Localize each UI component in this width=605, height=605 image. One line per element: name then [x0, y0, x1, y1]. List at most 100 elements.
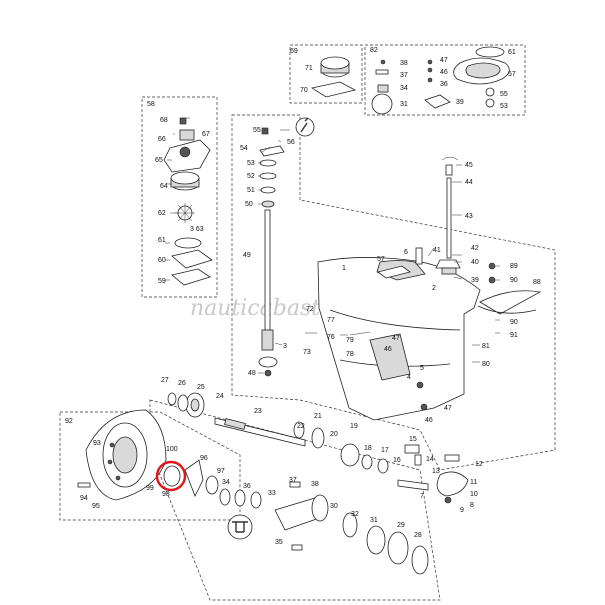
callout-90: 90 [510, 277, 518, 284]
puller-tool-icon [227, 514, 253, 540]
callout-59: 59 [158, 278, 166, 285]
callout-79: 79 [346, 337, 354, 344]
leader-lines [165, 117, 500, 374]
callout-95: 95 [92, 503, 100, 510]
callout-93: 93 [93, 440, 101, 447]
callout-5: 5 [420, 365, 424, 372]
callout-72: 72 [306, 306, 314, 313]
callout-47b: 47 [392, 335, 400, 342]
callout-96: 96 [200, 455, 208, 462]
screen-6 [415, 247, 423, 265]
callout-69: 69 [290, 48, 298, 55]
callout-46b: 46 [384, 346, 392, 353]
callout-51: 51 [247, 187, 255, 194]
kit-box-58 [141, 96, 218, 298]
callout-61: 61 [508, 49, 516, 56]
callout-32: 32 [351, 511, 359, 518]
callout-37: 37 [400, 72, 408, 79]
callout-18: 18 [364, 445, 372, 452]
callout-42: 42 [471, 245, 479, 252]
callout-100: 100 [166, 446, 178, 453]
callout-97: 97 [217, 468, 225, 475]
callout-29: 29 [397, 522, 405, 529]
callout-53: 53 [500, 103, 508, 110]
plate-57 [377, 265, 411, 279]
callout-47: 47 [440, 57, 448, 64]
water-pump-kit-58 [163, 117, 213, 286]
callout-98: 98 [162, 491, 170, 498]
callout-26: 26 [178, 380, 186, 387]
callout-78: 78 [346, 351, 354, 358]
callout-31b: 31 [370, 517, 378, 524]
callout-81: 81 [482, 343, 490, 350]
kit-box-82 [364, 44, 526, 116]
callout-45: 45 [465, 162, 473, 169]
callout-3: 3 [283, 343, 287, 350]
callout-64: 64 [160, 183, 168, 190]
callout-50: 50 [245, 201, 253, 208]
callout-65: 65 [155, 157, 163, 164]
forward-gear [167, 392, 205, 418]
propeller [77, 409, 167, 501]
driveshaft-assembly [258, 127, 285, 377]
callout-62: 62 [158, 210, 166, 217]
callout-41: 41 [433, 247, 441, 254]
callout-61b: 61 [158, 237, 166, 244]
callout-8: 8 [470, 502, 474, 509]
callout-55: 55 [500, 91, 508, 98]
callout-43: 43 [465, 213, 473, 220]
callout-88: 88 [533, 279, 541, 286]
callout-47c: 47 [444, 405, 452, 412]
callout-11: 11 [470, 479, 477, 486]
callout-25: 25 [197, 384, 205, 391]
thrust-washers [219, 488, 262, 509]
callout-39b: 39 [471, 277, 479, 284]
callout-22: 22 [297, 423, 305, 430]
callout-54: 54 [240, 145, 248, 152]
callout-16: 16 [393, 457, 401, 464]
callout-20: 20 [330, 431, 338, 438]
shift-rod [435, 156, 461, 275]
callout-13: 13 [432, 468, 440, 475]
callout-52: 52 [247, 173, 255, 180]
callout-73: 73 [303, 349, 311, 356]
callout-21: 21 [314, 413, 322, 420]
callout-23: 23 [254, 408, 262, 415]
callout-46: 46 [440, 69, 448, 76]
callout-71: 71 [305, 65, 313, 72]
callout-89: 89 [510, 263, 518, 270]
callout-46c: 46 [425, 417, 433, 424]
callout-70: 70 [300, 87, 308, 94]
callout-38: 38 [400, 60, 408, 67]
callout-82: 82 [370, 47, 378, 54]
callout-28: 28 [414, 532, 422, 539]
callout-10: 10 [470, 491, 478, 498]
callout-91: 91 [510, 332, 518, 339]
callout-1: 1 [342, 265, 346, 272]
callout-36: 36 [440, 81, 448, 88]
callout-35: 35 [275, 539, 283, 546]
seal-kit-69 [310, 56, 357, 98]
callout-99: 99 [146, 485, 154, 492]
prop-hub-kit [163, 459, 219, 497]
callout-60: 60 [158, 257, 166, 264]
callout-90b: 90 [510, 319, 518, 326]
callout-76: 76 [327, 334, 335, 341]
callout-58: 58 [147, 101, 155, 108]
callout-34b: 34 [222, 479, 230, 486]
callout-14: 14 [426, 456, 434, 463]
highlight-circle [155, 460, 187, 492]
callout-66: 66 [158, 136, 166, 143]
propeller-shaft [214, 417, 389, 474]
bolt-89 [488, 262, 496, 270]
wrench-tool-icon [295, 117, 315, 137]
callout-4: 4 [407, 374, 411, 381]
bolt-90 [488, 276, 496, 284]
callout-80: 80 [482, 361, 490, 368]
callout-12: 12 [475, 461, 483, 468]
shift-mechanism [397, 444, 469, 504]
callout-30: 30 [330, 503, 338, 510]
callout-19: 19 [350, 423, 358, 430]
callout-34: 34 [400, 85, 408, 92]
